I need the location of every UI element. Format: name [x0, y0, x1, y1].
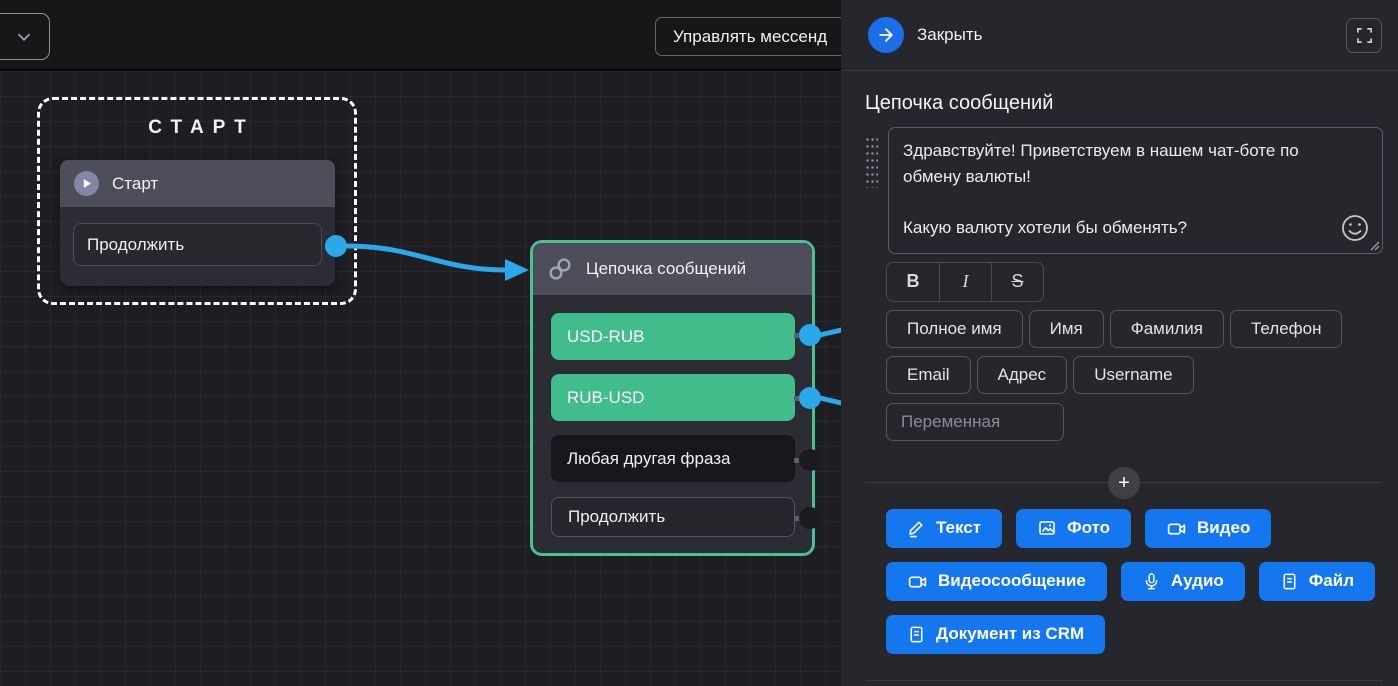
start-node[interactable]: СТАРТ Старт Продолжить — [37, 97, 357, 305]
variable-input[interactable] — [886, 402, 1064, 441]
chip-email[interactable]: Email — [886, 355, 971, 394]
message-line-1: Здравствуйте! Приветствуем в нашем чат-б… — [903, 141, 1299, 186]
resize-handle-icon[interactable] — [1370, 241, 1380, 251]
continue-output-port[interactable] — [799, 507, 821, 529]
italic-button[interactable]: I — [939, 262, 991, 301]
microphone-icon — [1142, 572, 1161, 591]
add-text-button[interactable]: Текст — [886, 508, 1003, 548]
chain-button-continue[interactable]: Продолжить — [551, 497, 795, 537]
play-icon — [74, 171, 99, 196]
chip-full-name[interactable]: Полное имя — [886, 309, 1023, 348]
panel-bottom-divider — [865, 679, 1383, 681]
canvas-dropdown-button[interactable] — [0, 13, 50, 60]
start-continue-button[interactable]: Продолжить — [73, 223, 322, 266]
rub-usd-output-port[interactable] — [799, 387, 821, 409]
chip-first-name[interactable]: Имя — [1028, 309, 1104, 348]
message-textarea[interactable]: Здравствуйте! Приветствуем в нашем чат-б… — [888, 127, 1383, 254]
chain-link-icon — [547, 256, 573, 282]
video-icon — [907, 571, 928, 592]
add-photo-button[interactable]: Фото — [1016, 508, 1132, 548]
attachment-buttons: Текст Фото — [886, 508, 1383, 654]
file-icon — [1280, 572, 1299, 591]
message-chain-node[interactable]: Цепочка сообщений USD-RUB RUB-USD Любая … — [530, 240, 815, 556]
start-node-header: Старт — [60, 160, 335, 207]
any-phrase-output-port[interactable] — [799, 449, 821, 471]
chevron-down-icon — [13, 26, 35, 48]
usd-rub-output-port[interactable] — [799, 324, 821, 346]
start-node-card[interactable]: Старт Продолжить — [60, 160, 335, 286]
chain-node-header: Цепочка сообщений — [533, 243, 812, 295]
add-block-button[interactable]: + — [1108, 466, 1140, 499]
close-panel-button[interactable] — [868, 17, 904, 53]
close-label[interactable]: Закрыть — [917, 25, 983, 44]
format-toolbar: B I S — [886, 261, 1044, 302]
add-block-divider: + — [865, 466, 1383, 499]
drag-handle[interactable] — [865, 136, 878, 188]
arrow-right-icon — [876, 25, 896, 45]
start-node-title: СТАРТ — [148, 117, 255, 138]
add-audio-button[interactable]: Аудио — [1120, 561, 1245, 601]
pencil-icon — [907, 519, 926, 538]
top-toolbar: Управлять мессенд — [0, 0, 895, 71]
fullscreen-icon — [1356, 27, 1373, 44]
add-crm-document-button[interactable]: Документ из CRM — [886, 614, 1106, 654]
add-file-button[interactable]: Файл — [1258, 561, 1375, 601]
add-video-button[interactable]: Видео — [1145, 508, 1272, 548]
chain-node-header-label: Цепочка сообщений — [586, 259, 747, 278]
message-line-2: Какую валюту хотели бы обменять? — [903, 218, 1188, 237]
chip-phone[interactable]: Телефон — [1229, 309, 1343, 348]
panel-header: Закрыть — [841, 0, 1398, 71]
chip-address[interactable]: Адрес — [976, 355, 1068, 394]
emoji-picker-button[interactable] — [1340, 213, 1370, 243]
chain-button-rub-usd[interactable]: RUB-USD — [551, 374, 795, 421]
panel-title: Цепочка сообщений — [865, 92, 1054, 114]
node-editor-panel: Закрыть Цепочка сообщений Здравствуйте! … — [841, 0, 1398, 686]
chip-last-name[interactable]: Фамилия — [1109, 309, 1224, 348]
add-video-message-button[interactable]: Видеосообщение — [886, 561, 1107, 601]
chain-button-any-phrase[interactable]: Любая другая фраза — [551, 435, 795, 482]
variable-chips: Полное имя Имя Фамилия Телефон Email Адр… — [886, 309, 1366, 394]
bold-button[interactable]: B — [887, 263, 939, 301]
video-icon — [1166, 518, 1187, 539]
flow-canvas[interactable]: СТАРТ Старт Продолжить — [0, 71, 841, 686]
strikethrough-button[interactable]: S — [991, 262, 1043, 301]
chain-button-usd-rub[interactable]: USD-RUB — [551, 313, 795, 360]
start-node-header-label: Старт — [112, 173, 159, 193]
image-icon — [1037, 518, 1057, 538]
fullscreen-button[interactable] — [1346, 17, 1382, 53]
file-icon — [907, 625, 926, 644]
chip-username[interactable]: Username — [1073, 355, 1194, 394]
start-output-port[interactable] — [325, 235, 347, 257]
